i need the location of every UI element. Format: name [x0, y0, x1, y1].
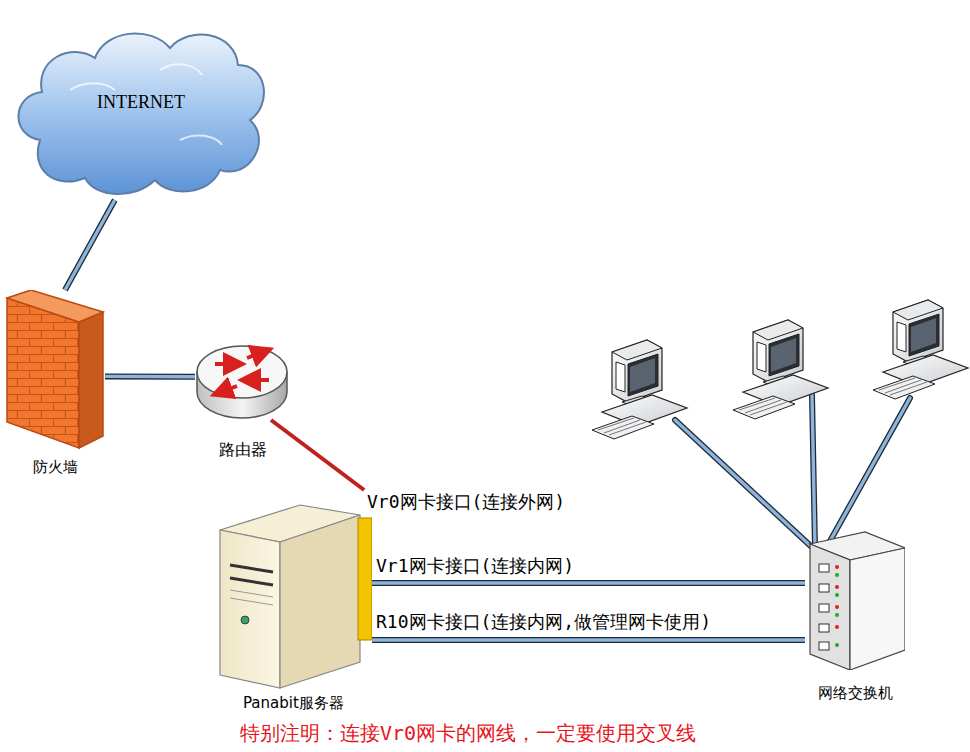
- node-label: Panabit服务器: [243, 694, 344, 713]
- warning-note: 特别注明：连接Vr0网卡的网线，一定要使用交叉线: [240, 722, 696, 745]
- switch-icon: 网络交换机: [805, 530, 905, 670]
- pc-cable: [675, 395, 910, 550]
- cable-connector: [372, 583, 805, 584]
- server-icon: Panabit服务器: [215, 490, 372, 690]
- cable-connector: [105, 376, 195, 377]
- port-label: Vr1网卡接口(连接内网): [376, 556, 574, 577]
- node-label: 路由器: [219, 440, 267, 461]
- firewall-icon: 防火墙: [5, 290, 105, 450]
- pc-icon: [873, 300, 968, 399]
- node-label: 防火墙: [33, 458, 78, 477]
- firewall-icon-outline: [5, 290, 105, 450]
- cable-connector: [372, 640, 805, 641]
- cable-connector: [65, 200, 115, 290]
- node-label: 网络交换机: [818, 684, 893, 703]
- router-icon: 路由器: [195, 340, 290, 420]
- node-title: INTERNET: [97, 92, 185, 113]
- pc-icon: [592, 340, 687, 439]
- switch-icon-outline: [805, 530, 905, 670]
- pc-icon: [733, 320, 828, 419]
- internet-cloud: INTERNET: [10, 20, 272, 200]
- router-icon-outline: [195, 340, 290, 420]
- port-label: Vr0网卡接口(连接外网): [367, 492, 565, 513]
- port-label: R10网卡接口(连接内网,做管理网卡使用): [376, 612, 711, 633]
- server-icon-outline: [215, 490, 372, 690]
- cable-connector: [271, 420, 364, 490]
